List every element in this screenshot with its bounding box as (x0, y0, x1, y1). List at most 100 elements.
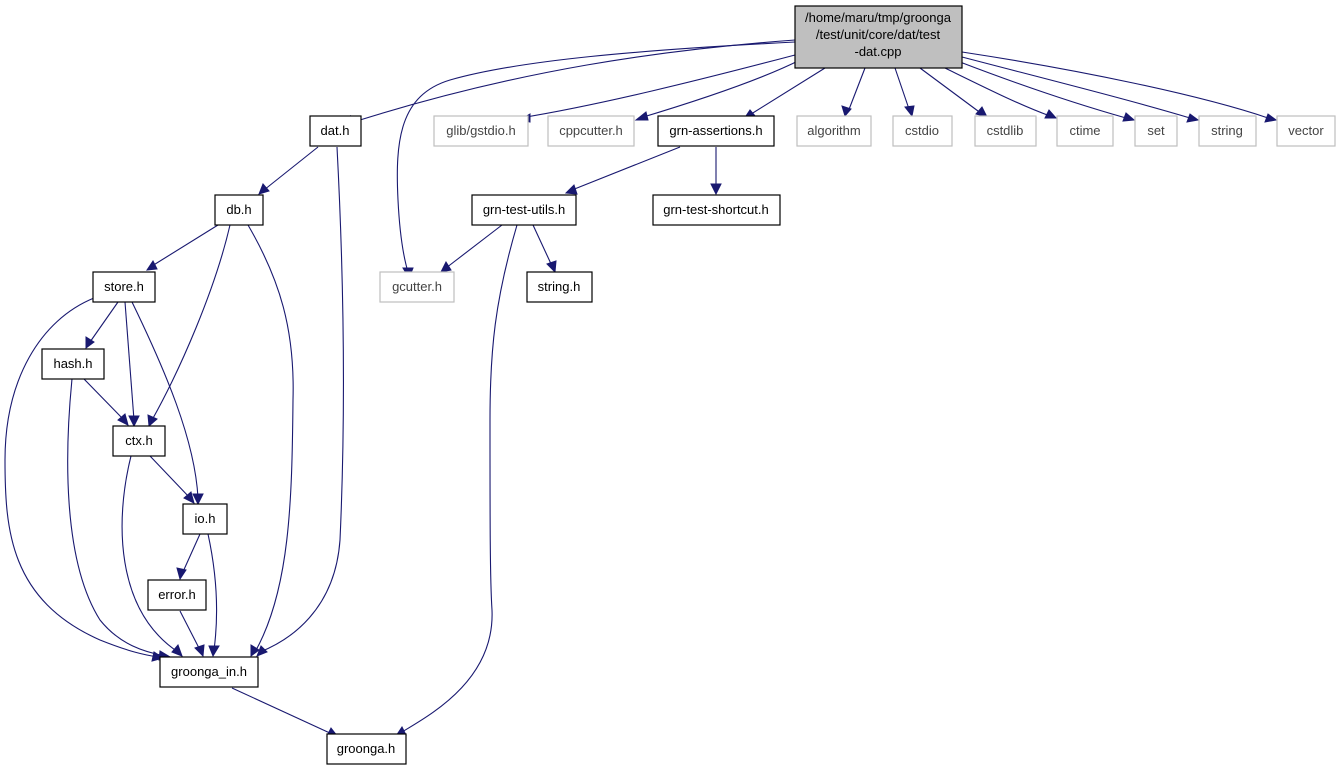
root-node-box (794, 5, 963, 69)
db-h-box (214, 194, 264, 226)
glib-gstdio-h-label: glib/gstdio.h (446, 123, 515, 138)
edge-root-to-cppcutter-h (639, 59, 801, 119)
edge-grn-test-utils-h-to-string-h (532, 224, 553, 267)
edge-hash-h-to-ctx-h (83, 378, 125, 421)
edge-root-to-glib-gstdio-h (519, 54, 796, 119)
arrowhead (546, 260, 557, 274)
edge-dat-h-to-groonga-in-h (259, 146, 344, 653)
ctx-h-label: ctx.h (125, 433, 152, 448)
edge-grn-assertions-h-to-grn-test-utils-h (571, 146, 681, 191)
arrowhead (841, 105, 852, 118)
edge-root-to-cstdio (894, 67, 911, 113)
arrowhead (1044, 109, 1058, 119)
root-node-label-line-2: /test/unit/core/dat/test (816, 27, 941, 42)
node-io-h[interactable]: io.h (182, 503, 228, 535)
node-set[interactable]: set (1134, 115, 1178, 147)
node-cstdlib[interactable]: cstdlib (974, 115, 1037, 147)
string-h-label: string.h (538, 279, 581, 294)
db-h-label: db.h (226, 202, 251, 217)
groonga-h-label: groonga.h (337, 741, 396, 756)
edge-dat-h-to-db-h (263, 146, 319, 191)
edge-grn-test-utils-h-to-gcutter-h (445, 224, 503, 269)
edge-root-to-grn-assertions-h (747, 67, 826, 117)
edge-store-h-to-io-h (131, 301, 199, 499)
edge-db-h-to-ctx-h (151, 224, 231, 421)
arrowhead (904, 105, 915, 118)
grn-test-utils-h-label: grn-test-utils.h (483, 202, 565, 217)
edge-root-to-vector (961, 51, 1269, 119)
root-node-label-line-1: /home/maru/tmp/groonga (805, 10, 952, 25)
io-h-label: io.h (195, 511, 216, 526)
edge-io-h-to-groonga-in-h (207, 533, 218, 651)
edge-root-to-string (961, 56, 1191, 119)
node-ctime[interactable]: ctime (1056, 115, 1114, 147)
arrowhead (176, 567, 187, 581)
grn-test-shortcut-h-label: grn-test-shortcut.h (663, 202, 769, 217)
arrowhead (147, 414, 158, 428)
arrowhead (208, 645, 220, 658)
gcutter-h-label: gcutter.h (392, 279, 442, 294)
groonga-in-h-box (159, 656, 259, 688)
arrowhead (171, 644, 183, 657)
edge-store-h-to-ctx-h (124, 301, 135, 421)
string-label: string (1211, 123, 1243, 138)
edge-db-h-to-groonga-in-h (247, 224, 294, 653)
edge-root-to-gcutter-h (396, 41, 796, 273)
arrowhead (145, 260, 158, 271)
edges (4, 39, 1269, 735)
error-h-label: error.h (158, 587, 196, 602)
grn-assertions-h-label: grn-assertions.h (669, 123, 762, 138)
dat-h-label: dat.h (321, 123, 350, 138)
edge-groonga-in-h-to-groonga-h (231, 687, 333, 735)
edge-root-to-cstdlib (919, 67, 983, 115)
arrowhead (256, 645, 268, 657)
edge-io-h-to-error-h (181, 533, 201, 575)
arrowhead (85, 336, 95, 349)
algorithm-label: algorithm (807, 123, 860, 138)
error-h-box (147, 579, 207, 611)
edge-root-to-set (959, 61, 1127, 119)
arrowhead (250, 644, 260, 657)
node-error-h[interactable]: error.h (147, 579, 207, 611)
cppcutter-h-box (547, 115, 635, 147)
hash-h-label: hash.h (53, 356, 92, 371)
node-hash-h[interactable]: hash.h (41, 348, 105, 380)
grn-test-utils-h-box (471, 194, 577, 226)
cppcutter-h-label: cppcutter.h (559, 123, 623, 138)
node-ctx-h[interactable]: ctx.h (112, 425, 166, 457)
arrowhead (128, 415, 140, 428)
node-root-file[interactable]: /home/maru/tmp/groonga /test/unit/core/d… (794, 5, 963, 69)
nodes: /home/maru/tmp/groonga /test/unit/core/d… (41, 5, 1336, 765)
hash-h-box (41, 348, 105, 380)
arrowhead (710, 183, 722, 196)
root-node-label-line-3: -dat.cpp (855, 44, 902, 59)
gcutter-h-box (379, 271, 455, 303)
node-string[interactable]: string (1198, 115, 1257, 147)
node-gcutter-h[interactable]: gcutter.h (379, 271, 455, 303)
groonga-in-h-label: groonga_in.h (171, 664, 247, 679)
edge-root-to-ctime (944, 67, 1051, 117)
edge-error-h-to-groonga-in-h (179, 610, 201, 651)
node-cstdio[interactable]: cstdio (892, 115, 953, 147)
set-box (1134, 115, 1178, 147)
node-grn-assertions-h[interactable]: grn-assertions.h (657, 115, 775, 147)
node-groonga-h[interactable]: groonga.h (326, 733, 407, 765)
node-vector[interactable]: vector (1276, 115, 1336, 147)
edge-grn-test-utils-h-to-groonga-h (401, 224, 518, 733)
node-store-h[interactable]: store.h (92, 271, 156, 303)
node-groonga-in-h[interactable]: groonga_in.h (159, 656, 259, 688)
node-db-h[interactable]: db.h (214, 194, 264, 226)
node-string-h[interactable]: string.h (526, 271, 593, 303)
node-cppcutter-h[interactable]: cppcutter.h (547, 115, 635, 147)
grn-assertions-h-box (657, 115, 775, 147)
node-algorithm[interactable]: algorithm (796, 115, 872, 147)
node-grn-test-shortcut-h[interactable]: grn-test-shortcut.h (652, 194, 781, 226)
ctime-label: ctime (1069, 123, 1100, 138)
node-dat-h[interactable]: dat.h (309, 115, 362, 147)
dat-h-box (309, 115, 362, 147)
node-glib-gstdio-h[interactable]: glib/gstdio.h (433, 115, 529, 147)
vector-label: vector (1288, 123, 1324, 138)
arrowhead (634, 111, 649, 121)
node-grn-test-utils-h[interactable]: grn-test-utils.h (471, 194, 577, 226)
